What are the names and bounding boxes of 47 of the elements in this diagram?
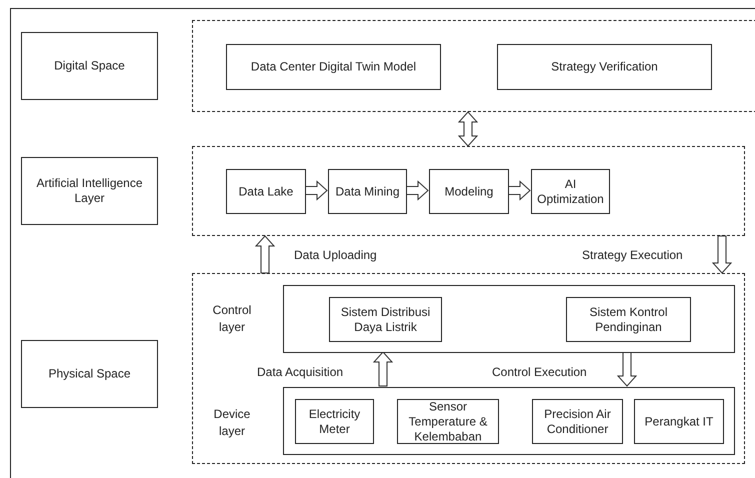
process-box xyxy=(295,399,374,444)
process-box xyxy=(532,399,623,444)
edge-label: Data Acquisition xyxy=(255,365,346,379)
dashed-container xyxy=(192,273,745,464)
node-label: Data Mining xyxy=(334,184,401,199)
node-label: Sistem Distribusi Daya Listrik xyxy=(340,304,432,334)
block-arrow xyxy=(372,351,394,386)
process-box xyxy=(531,169,610,214)
process-box xyxy=(226,169,306,214)
node-label: Digital Space xyxy=(53,58,126,74)
process-box xyxy=(21,32,158,100)
process-box xyxy=(497,44,712,90)
node-label: AI Optimization xyxy=(536,176,605,206)
node-label: Precision Air Conditioner xyxy=(543,406,612,436)
node-label: Electricity Meter xyxy=(308,406,362,436)
block-arrow xyxy=(458,111,478,147)
node-label: Perangkat IT xyxy=(644,414,714,429)
process-box xyxy=(397,399,499,444)
node-label: Modeling xyxy=(444,184,494,199)
edge-label: Data Uploading xyxy=(292,248,379,262)
block-arrow xyxy=(712,236,732,274)
process-box xyxy=(429,169,509,214)
edge-label: Strategy Execution xyxy=(580,248,685,262)
process-box xyxy=(21,157,158,225)
process-box xyxy=(21,340,158,408)
process-box xyxy=(634,399,724,444)
process-box xyxy=(566,297,691,342)
block-arrow xyxy=(508,180,531,201)
edge-label: Control Execution xyxy=(490,365,589,379)
block-arrow xyxy=(254,235,276,274)
node-label: Sensor Temperature & Kelembaban xyxy=(408,399,488,444)
process-box xyxy=(226,44,441,90)
node-label: Sistem Kontrol Pendinginan xyxy=(588,304,669,334)
dashed-container xyxy=(192,20,755,112)
node-label: Artificial Intelligence Layer xyxy=(35,176,144,206)
node-label: Physical Space xyxy=(47,366,132,382)
process-box xyxy=(328,169,407,214)
node-label: Control layer xyxy=(212,302,252,336)
dashed-container xyxy=(192,146,745,236)
block-arrow xyxy=(406,180,429,201)
block-arrow xyxy=(616,352,638,387)
block-arrow xyxy=(304,180,328,201)
node-label: Strategy Verification xyxy=(550,60,659,74)
node-label: Device layer xyxy=(212,406,252,440)
node-label: Data Center Digital Twin Model xyxy=(250,60,418,74)
node-label: Data Lake xyxy=(238,184,294,199)
process-box xyxy=(329,297,442,342)
